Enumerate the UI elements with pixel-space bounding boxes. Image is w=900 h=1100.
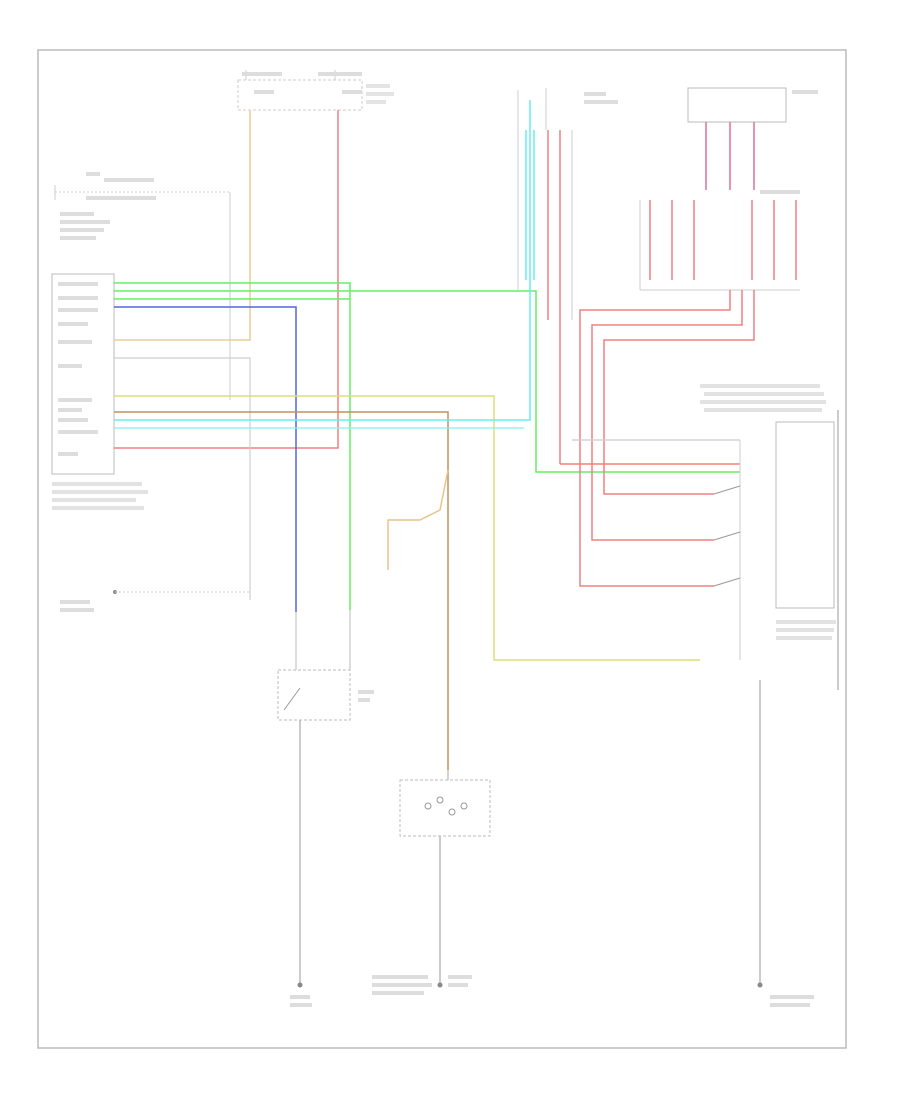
- ground-right: [757, 982, 763, 988]
- ignition-switch: [54, 172, 231, 400]
- engine-control-module: [51, 273, 148, 510]
- diagram-frame: [37, 49, 847, 1049]
- wire-red-left: [114, 110, 339, 449]
- wire-brown: [114, 411, 449, 770]
- splice-pack: [639, 87, 818, 291]
- wire-red-2: [591, 290, 743, 541]
- wire-tan: [114, 110, 251, 341]
- wire-blue: [114, 306, 297, 612]
- wire-green-1: [114, 282, 351, 610]
- wire-red-3: [603, 290, 755, 495]
- wire-red-1: [579, 290, 731, 587]
- wire-cyan-1: [114, 100, 531, 421]
- wire-tan-splice: [387, 469, 449, 570]
- wire-green-2: [114, 290, 740, 473]
- wire-gray: [114, 357, 251, 600]
- ground: [290, 975, 814, 1007]
- fuse-block: [237, 70, 394, 111]
- data-link-connector: [517, 88, 618, 464]
- wire-yellow: [114, 395, 700, 661]
- brake-pedal-position-switch: [60, 590, 250, 612]
- transmission-range-switch: [700, 384, 839, 690]
- park-neutral-position-switch: [277, 610, 374, 988]
- transmission-solenoid: [399, 770, 491, 988]
